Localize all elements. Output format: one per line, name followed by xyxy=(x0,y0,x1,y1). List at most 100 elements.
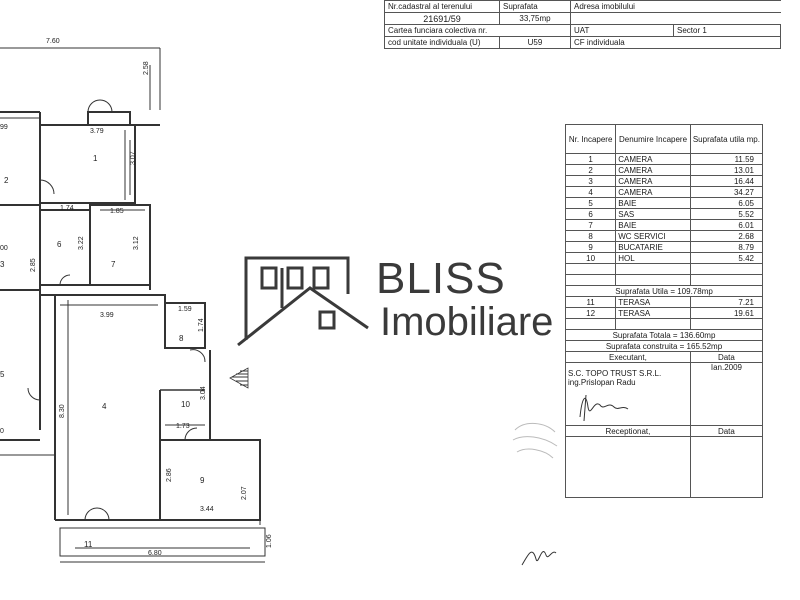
dim-label: 2.85 xyxy=(30,258,37,272)
cell-nr: 12 xyxy=(564,307,617,319)
cell-area: 8.79 xyxy=(689,241,764,253)
dim-label: 3.22 xyxy=(78,236,85,250)
header-cell: CF individuala xyxy=(570,36,781,49)
dim-label: 99 xyxy=(0,124,8,131)
logo-subtitle: Imobiliare xyxy=(380,300,554,344)
land-area: 33,75mp xyxy=(499,12,571,25)
cell-nr: 11 xyxy=(564,296,617,308)
cell-name: WC SERVICI xyxy=(615,230,691,242)
execution-date: Ian.2009 xyxy=(689,362,764,426)
executant-cell: S.C. TOPO TRUST S.R.L. ing.Prislopan Rad… xyxy=(565,362,691,426)
receptionat-label: Receptionat, xyxy=(565,425,691,437)
room-number: 4 xyxy=(102,402,107,411)
logo-brand: BLISS xyxy=(376,254,506,303)
floor-plan: 7.60 2.58 99 3.79 3.07 1.74 1.85 3.22 3.… xyxy=(0,0,300,600)
cell-nr: 2 xyxy=(564,164,617,176)
receptionat-cell xyxy=(565,436,691,498)
dim-label: 3.07 xyxy=(130,151,137,165)
house-logo-icon xyxy=(237,256,369,347)
cadastral-number: 21691/59 xyxy=(384,12,500,25)
cell-area: 34.27 xyxy=(689,186,764,198)
dim-label: 1.74 xyxy=(198,318,205,332)
cell-area: 16.44 xyxy=(689,175,764,187)
data-label: Data xyxy=(689,351,764,363)
useful-total: Suprafata Utila = 109.78mp xyxy=(565,285,763,297)
room-number: 11 xyxy=(84,540,93,549)
cell-name: CAMERA xyxy=(615,175,691,187)
signature-image xyxy=(579,394,629,422)
cell-area: 5.42 xyxy=(689,252,764,264)
cell-area: 19.61 xyxy=(689,307,764,319)
header-cell: Cartea funciara colectiva nr. xyxy=(384,24,571,37)
floor-plan-drawing xyxy=(0,47,266,563)
cell-nr: 1 xyxy=(564,153,617,165)
dim-label: 1.59 xyxy=(178,306,192,313)
dim-label: 00 xyxy=(0,245,8,252)
cell-nr: 4 xyxy=(564,186,617,198)
dim-label: 1.85 xyxy=(110,208,124,215)
dim-label: 7.60 xyxy=(46,38,60,45)
col-header-nr: Nr. Incapere xyxy=(564,124,617,154)
rooms-table: Nr. Incapere Denumire Incapere Suprafata… xyxy=(564,124,764,498)
cell-name: TERASA xyxy=(615,307,691,319)
receptionat-date-cell xyxy=(689,436,764,498)
dim-label: 3.99 xyxy=(100,312,114,319)
dim-label: 3.04 xyxy=(200,386,207,400)
dim-label: 1.73 xyxy=(176,423,190,430)
header-cell: Adresa imobilului xyxy=(570,0,781,13)
header-cell: U59 xyxy=(499,36,571,49)
cell-nr: 10 xyxy=(564,252,617,264)
cell-area: 5.52 xyxy=(689,208,764,220)
cell-nr: 3 xyxy=(564,175,617,187)
company-name: S.C. TOPO TRUST S.R.L. xyxy=(568,369,662,378)
header-cell: Suprafata xyxy=(499,0,571,13)
cell-nr: 8 xyxy=(564,230,617,242)
dim-label: 2.58 xyxy=(143,61,150,75)
header-cell: Sector 1 xyxy=(673,24,781,37)
cell-name: HOL xyxy=(615,252,691,264)
col-header-area: Suprafata utila mp. xyxy=(689,124,764,154)
cell-area: 6.01 xyxy=(689,219,764,231)
cell-area: 11.59 xyxy=(689,153,764,165)
dim-label: 3.44 xyxy=(200,506,214,513)
room-number: 6 xyxy=(57,240,62,249)
stamp-mark xyxy=(512,423,558,459)
cell-name: CAMERA xyxy=(615,153,691,165)
cell-name: BAIE xyxy=(615,219,691,231)
cell-nr: 6 xyxy=(564,208,617,220)
cell-nr: 9 xyxy=(564,241,617,253)
dim-label: 6.80 xyxy=(148,550,162,557)
cell-area: 13.01 xyxy=(689,164,764,176)
data-label-2: Data xyxy=(689,425,764,437)
header-cell: Nr.cadastral al terenului xyxy=(384,0,500,13)
header-cell: UAT xyxy=(570,24,674,37)
cell-name: CAMERA xyxy=(615,186,691,198)
dim-label: 3.79 xyxy=(90,128,104,135)
cell-nr: 7 xyxy=(564,219,617,231)
engineer-name: ing.Prislopan Radu xyxy=(568,378,636,387)
bottom-signature xyxy=(521,551,557,566)
dim-label: 1.06 xyxy=(266,534,273,548)
dim-label: 0 xyxy=(0,428,4,435)
cell-name: BAIE xyxy=(615,197,691,209)
dim-label: 8.30 xyxy=(59,404,66,418)
dim-label: 2.86 xyxy=(166,468,173,482)
cell-name: CAMERA xyxy=(615,164,691,176)
bliss-logo: BLISS Imobiliare xyxy=(236,250,566,350)
cell-name: TERASA xyxy=(615,296,691,308)
cell-area: 2.68 xyxy=(689,230,764,242)
room-number: 7 xyxy=(111,260,116,269)
cadastral-header-table: Nr.cadastral al terenului Suprafata Adre… xyxy=(384,0,800,66)
total-area: Suprafata Totala = 136.60mp xyxy=(565,329,763,341)
room-number: 8 xyxy=(179,334,184,343)
